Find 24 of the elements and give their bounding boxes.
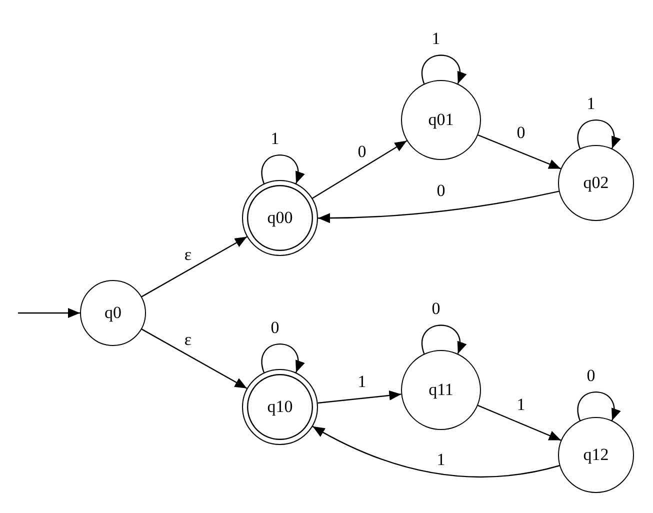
state-label: q00 [267, 208, 293, 228]
transition-arrow [141, 328, 248, 389]
transition-arrow [312, 426, 560, 478]
self-loop-arrow [577, 392, 620, 421]
accepting-state-circle [242, 180, 318, 256]
state-label: q10 [267, 397, 293, 417]
self-loop-arrow [422, 54, 466, 84]
transition-arrow [478, 134, 562, 170]
transition-arrow [318, 390, 402, 404]
self-loop-arrow [422, 324, 466, 354]
accepting-state-circle [242, 369, 318, 445]
state-label: q0 [104, 303, 122, 323]
transition-arrow [141, 236, 248, 298]
state-label: q01 [428, 110, 454, 130]
transition-arrow [478, 404, 562, 441]
transition-arrow [318, 190, 560, 224]
transition-arrow [18, 308, 80, 318]
self-loop-arrow [261, 344, 304, 373]
state-label: q11 [428, 380, 454, 400]
transition-arrow [312, 140, 408, 199]
state-label: q12 [583, 445, 609, 465]
self-loop-arrow [261, 154, 304, 184]
state-label: q02 [583, 173, 609, 193]
self-loop-arrow [577, 120, 620, 149]
